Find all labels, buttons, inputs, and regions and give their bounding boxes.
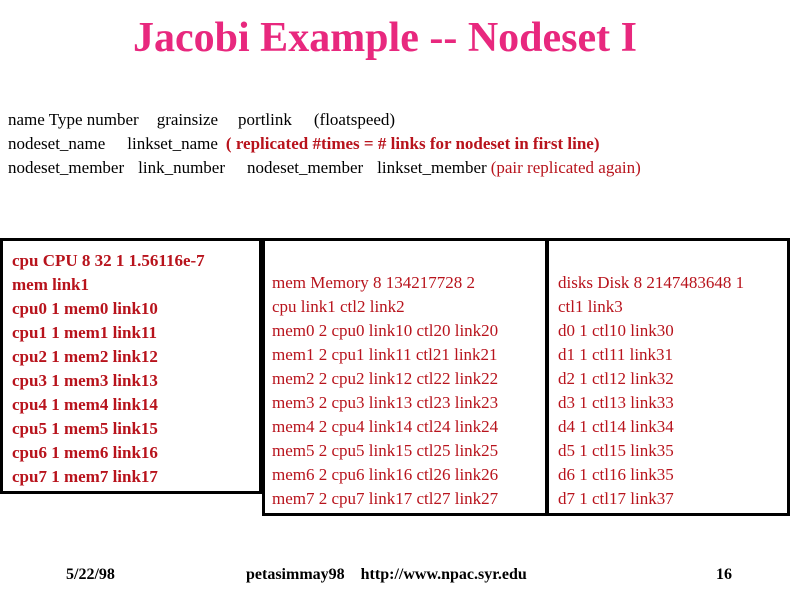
code-line: cpu2 1 mem2 link12 (12, 347, 158, 366)
code-line: ctl1 link3 (558, 297, 623, 316)
header-line-2: nodeset_name linkset_name ( replicated #ti… (8, 132, 641, 156)
code-line: d4 1 ctl14 link34 (558, 417, 674, 436)
header-text: portlink (238, 110, 292, 129)
header-text: name Type number (8, 110, 139, 129)
header-text: nodeset_name (8, 134, 106, 153)
code-line: mem Memory 8 134217728 2 (272, 273, 476, 292)
slide-title: Jacobi Example -- Nodeset I (133, 15, 637, 61)
footer-author-url: petasimmay98 http://www.npac.syr.edu (246, 566, 527, 583)
memory-nodeset-box: mem Memory 8 134217728 2 cpu link1 ctl2 … (262, 238, 548, 516)
header-text: nodeset_member (8, 158, 125, 177)
footer-date: 5/22/98 (66, 566, 115, 583)
header-text: linkset_name (127, 134, 218, 153)
code-line: cpu0 1 mem0 link10 (12, 299, 158, 318)
code-line: cpu5 1 mem5 link15 (12, 419, 158, 438)
header-note: (pair replicated again) (490, 158, 641, 177)
header-text: nodeset_member (247, 158, 364, 177)
header-text: linkset_member (377, 158, 487, 177)
code-line: mem4 2 cpu4 link14 ctl24 link24 (272, 417, 499, 436)
code-line: d2 1 ctl12 link32 (558, 369, 674, 388)
code-line: disks Disk 8 2147483648 1 (558, 273, 745, 292)
code-line: cpu3 1 mem3 link13 (12, 371, 158, 390)
code-line: cpu7 1 mem7 link17 (12, 467, 158, 486)
page-number: 16 (716, 566, 732, 583)
disks-nodeset-box: disks Disk 8 2147483648 1 ctl1 link3 d0 … (546, 238, 790, 516)
code-line: mem2 2 cpu2 link12 ctl22 link22 (272, 369, 499, 388)
code-line: mem7 2 cpu7 link17 ctl27 link27 (272, 489, 499, 508)
code-line: mem1 2 cpu1 link11 ctl21 link21 (272, 345, 498, 364)
code-line: mem3 2 cpu3 link13 ctl23 link23 (272, 393, 499, 412)
code-line: d6 1 ctl16 link35 (558, 465, 674, 484)
code-line: d5 1 ctl15 link35 (558, 441, 674, 460)
header-text: (floatspeed) (313, 110, 396, 129)
header-text: link_number (138, 158, 226, 177)
header-text: grainsize (156, 110, 219, 129)
code-line: d7 1 ctl17 link37 (558, 489, 674, 508)
code-line: mem6 2 cpu6 link16 ctl26 link26 (272, 465, 499, 484)
header-description: name Type number grainsize portlink (floats… (8, 108, 641, 180)
code-line: mem5 2 cpu5 link15 ctl25 link25 (272, 441, 499, 460)
code-line: d0 1 ctl10 link30 (558, 321, 674, 340)
header-line-1: name Type number grainsize portlink (floats… (8, 108, 641, 132)
code-line: cpu1 1 mem1 link11 (12, 323, 157, 342)
header-line-3: nodeset_member link_number nodeset_member l… (8, 156, 641, 180)
header-note: ( replicated #times = # links for nodese… (225, 134, 600, 153)
code-line: d3 1 ctl13 link33 (558, 393, 674, 412)
code-line: mem0 2 cpu0 link10 ctl20 link20 (272, 321, 499, 340)
code-line: cpu6 1 mem6 link16 (12, 443, 158, 462)
code-line: mem link1 (12, 275, 89, 294)
code-line: cpu link1 ctl2 link2 (272, 297, 405, 316)
cpu-nodeset-box: cpu CPU 8 32 1 1.56116e-7 mem link1 cpu0… (0, 238, 262, 494)
code-line: d1 1 ctl11 link31 (558, 345, 674, 364)
code-line: cpu CPU 8 32 1 1.56116e-7 (12, 251, 205, 270)
code-line: cpu4 1 mem4 link14 (12, 395, 158, 414)
